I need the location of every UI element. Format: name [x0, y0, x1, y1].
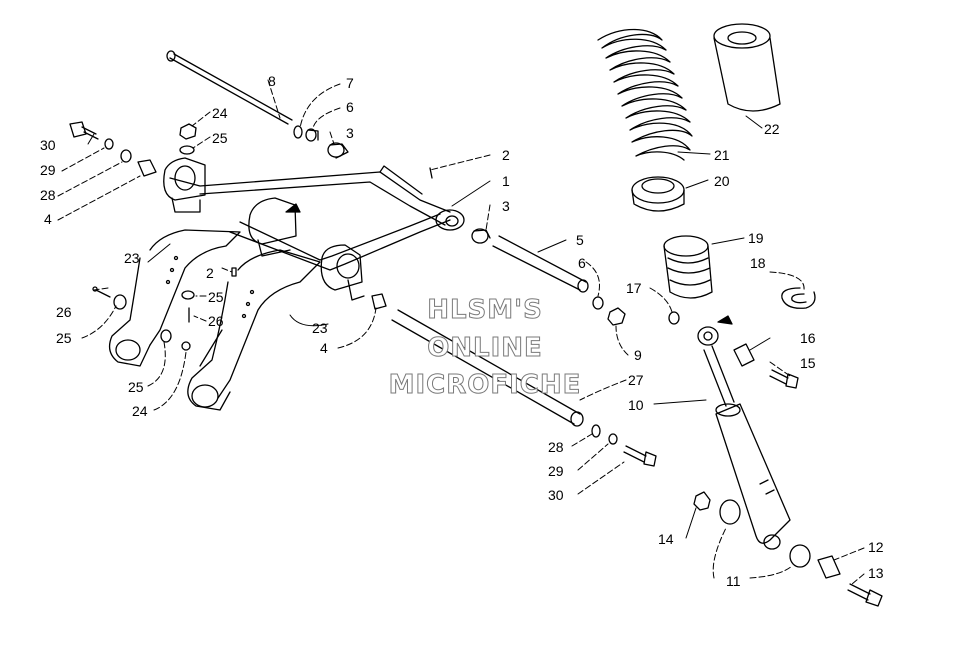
callout-1: 1 [502, 173, 510, 189]
nut-24-low [181, 341, 191, 351]
callout-9: 9 [634, 347, 642, 363]
callout-15: 15 [800, 355, 816, 371]
bolt-30-right [623, 445, 657, 467]
washer-25-top [179, 145, 195, 155]
bushing-11-upper [719, 499, 741, 525]
spacer-16 [733, 343, 755, 367]
callout-17: 17 [626, 280, 642, 296]
washer-25-mid [181, 290, 195, 300]
callout-6: 6 [346, 99, 354, 115]
washer-25-low [160, 329, 172, 343]
callout-18: 18 [750, 255, 766, 271]
callout-11: 11 [726, 573, 741, 589]
spacer-6-top [305, 128, 319, 142]
callout-23: 23 [124, 250, 140, 266]
leader-lines [57, 79, 865, 585]
callout-25: 25 [208, 289, 224, 305]
callout-25: 25 [212, 130, 228, 146]
callout-29: 29 [548, 463, 564, 479]
a-arm-1 [163, 157, 465, 301]
washer-29-left [104, 138, 114, 150]
watermark-line-3: MICROFICHE [388, 370, 582, 401]
bushing-11-lower [789, 544, 811, 568]
callout-13: 13 [868, 565, 884, 581]
callout-2: 2 [502, 147, 510, 163]
callout-4: 4 [44, 211, 52, 227]
callout-23: 23 [312, 320, 328, 336]
callout-5: 5 [576, 232, 584, 248]
callout-28: 28 [548, 439, 564, 455]
callout-2: 2 [206, 265, 214, 281]
bushing-3-top [327, 142, 349, 159]
shaft-27 [391, 309, 584, 427]
callout-27: 27 [628, 372, 644, 388]
callout-24: 24 [132, 403, 148, 419]
watermark-line-2: ONLINE [427, 333, 543, 364]
long-bolt-8 [166, 50, 293, 125]
callout-12: 12 [868, 539, 884, 555]
coil-spring-21 [597, 28, 693, 161]
callout-3: 3 [502, 198, 510, 214]
bolt-13 [847, 583, 883, 607]
callout-7: 7 [346, 75, 354, 91]
washer-7 [293, 125, 303, 139]
shock-absorber-10 [697, 326, 791, 550]
callout-21: 21 [714, 147, 730, 163]
washer-29-right [608, 433, 618, 445]
swing-arm-23-left [108, 229, 241, 367]
callout-20: 20 [714, 173, 730, 189]
callout-6: 6 [578, 255, 586, 271]
watermark-line-1: HLSM'S [427, 295, 543, 326]
pointer-arrow-shock [717, 315, 733, 325]
washer-25-left [113, 294, 127, 310]
callout-30: 30 [40, 137, 56, 153]
bolt-15 [769, 369, 799, 389]
bolt-26-left [92, 286, 111, 298]
washer-28-right [591, 424, 601, 438]
callout-25: 25 [56, 330, 72, 346]
pointer-arrow-upper [285, 203, 301, 213]
callout-labels: 8 7 6 3 24 25 30 29 28 4 2 1 3 23 2 25 2… [40, 73, 884, 589]
swing-arm-23-right [187, 249, 321, 411]
callout-3: 3 [346, 125, 354, 141]
bellows-19 [663, 235, 713, 299]
bushing-4-left [137, 159, 157, 177]
grease-fitting-2 [231, 267, 237, 277]
callout-22: 22 [764, 121, 780, 137]
callout-24: 24 [212, 105, 228, 121]
spring-seat-20 [631, 176, 685, 212]
washer-28-left [120, 149, 132, 163]
callout-26: 26 [56, 304, 72, 320]
spacer-12 [817, 555, 841, 579]
dust-boot-22 [713, 23, 781, 112]
bushing-4-mid [371, 293, 387, 310]
nut-14 [693, 491, 711, 511]
callout-26: 26 [208, 313, 224, 329]
bushing-3-mid [471, 228, 491, 244]
callout-16: 16 [800, 330, 816, 346]
callout-30: 30 [548, 487, 564, 503]
callout-14: 14 [658, 531, 674, 547]
callout-4: 4 [320, 340, 328, 356]
spacer-6-mid [592, 296, 604, 310]
snap-ring-18 [781, 287, 816, 309]
callout-10: 10 [628, 397, 644, 413]
shaft-5 [492, 235, 589, 293]
nut-17 [668, 311, 680, 325]
callout-29: 29 [40, 162, 56, 178]
bolt-30-left [69, 121, 99, 140]
nut-9 [607, 307, 626, 326]
callout-19: 19 [748, 230, 764, 246]
callout-8: 8 [268, 73, 276, 89]
callout-25: 25 [128, 379, 144, 395]
nut-24-top [179, 123, 197, 140]
callout-28: 28 [40, 187, 56, 203]
